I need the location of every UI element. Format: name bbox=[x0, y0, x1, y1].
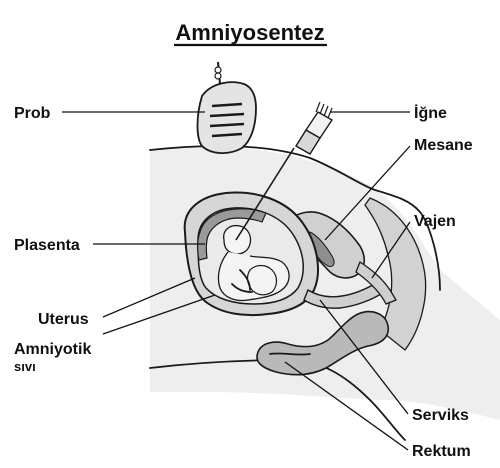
diagram-title: Amniyosentez bbox=[175, 20, 324, 45]
belly-contour bbox=[149, 145, 441, 291]
label-rektum: Rektum bbox=[412, 443, 471, 460]
label-serviks: Serviks bbox=[412, 407, 469, 424]
leader-rektum bbox=[284, 361, 409, 451]
rectum bbox=[256, 310, 390, 376]
ultrasound-probe bbox=[196, 61, 257, 154]
label-amniotik: Amniyotik bbox=[14, 341, 91, 358]
leader-mesane bbox=[324, 145, 411, 241]
label-sivi: sıvı bbox=[14, 359, 36, 374]
label-uterus: Uterus bbox=[38, 311, 89, 328]
fetus bbox=[217, 224, 290, 302]
label-igne: İğne bbox=[414, 104, 447, 122]
label-plasenta: Plasenta bbox=[14, 237, 80, 254]
pelvic-bone bbox=[364, 197, 427, 351]
leader-uterus bbox=[102, 277, 196, 318]
label-mesane: Mesane bbox=[414, 137, 473, 154]
leader-serviks bbox=[319, 299, 409, 415]
placenta bbox=[197, 208, 267, 261]
label-vajen: Vajen bbox=[414, 213, 456, 230]
vagina bbox=[355, 261, 397, 305]
needle bbox=[235, 101, 333, 241]
leader-vajen bbox=[371, 221, 411, 279]
leader-amniotic bbox=[102, 294, 216, 335]
label-prob: Prob bbox=[14, 105, 51, 122]
